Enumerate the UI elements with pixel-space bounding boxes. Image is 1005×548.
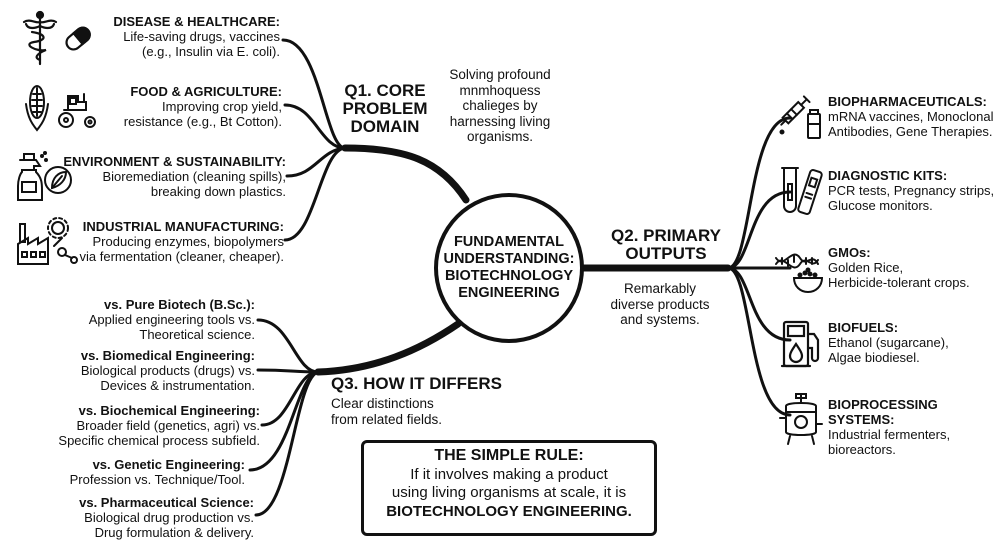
rule-emphasis: BIOTECHNOLOGY ENGINEERING. [386, 503, 632, 520]
item-desc: Bioremediation (cleaning spills), breaki… [102, 169, 286, 199]
item-title: vs. Pure Biotech (B.Sc.): [104, 297, 255, 312]
center-label: FUNDAMENTAL UNDERSTANDING: BIOTECHNOLOGY… [443, 234, 575, 301]
q2-heading: Q2. PRIMARY OUTPUTS [611, 226, 721, 263]
q2-item-biopharmaceuticals: BIOPHARMACEUTICALS: mRNA vaccines, Monoc… [828, 94, 1000, 139]
rule-title: THE SIMPLE RULE: [434, 447, 584, 464]
simple-rule-box: THE SIMPLE RULE: If it involves making a… [361, 440, 657, 536]
item-title: INDUSTRIAL MANUFACTURING: [82, 219, 284, 234]
corn-tractor-icon [22, 80, 100, 134]
q2-item-diagnostic-kits: DIAGNOSTIC KITS: PCR tests, Pregnancy st… [828, 168, 1000, 213]
item-title: BIOPROCESSING SYSTEMS: [828, 397, 938, 427]
q3-item-biochemical: vs. Biochemical Engineering: Broader fie… [10, 403, 260, 448]
bioreactor-icon [778, 392, 824, 446]
q1-item-disease: DISEASE & HEALTHCARE: Life-saving drugs,… [70, 14, 280, 59]
rule-body: If it involves making a product using li… [391, 466, 627, 501]
item-title: vs. Pharmaceutical Science: [79, 495, 254, 510]
item-title: vs. Biomedical Engineering: [80, 348, 255, 363]
center-node: FUNDAMENTAL UNDERSTANDING: BIOTECHNOLOGY… [434, 193, 584, 343]
item-title: ENVIRONMENT & SUSTAINABILITY: [63, 154, 286, 169]
test-tube-strip-icon [778, 164, 824, 218]
q3-item-biomedical: vs. Biomedical Engineering: Biological p… [30, 348, 255, 393]
q1-heading: Q1. CORE PROBLEM DOMAIN [342, 81, 428, 136]
item-desc: Applied engineering tools vs. Theoretica… [88, 312, 255, 342]
item-title: DISEASE & HEALTHCARE: [113, 14, 280, 29]
fuel-pump-icon [780, 318, 824, 370]
dna-rice-bowl-icon [772, 244, 824, 294]
q1-item-food: FOOD & AGRICULTURE: Improving crop yield… [90, 84, 282, 129]
item-desc: Biological products (drugs) vs. Devices … [80, 363, 255, 393]
q3-item-genetic: vs. Genetic Engineering: Profession vs. … [30, 457, 245, 487]
item-title: BIOFUELS: [828, 320, 899, 335]
item-desc: Life-saving drugs, vaccines (e.g., Insul… [123, 29, 280, 59]
q3-item-pure-biotech: vs. Pure Biotech (B.Sc.): Applied engine… [30, 297, 255, 342]
item-desc: Improving crop yield, resistance (e.g., … [123, 99, 282, 129]
q1-description: Solving profound mnmhoquess chalieges by… [449, 67, 551, 144]
factory-gear-icon [14, 214, 80, 268]
q2-item-biofuels: BIOFUELS: Ethanol (sugarcane), Algae bio… [828, 320, 1000, 365]
q2-item-gmos: GMOs: Golden Rice, Herbicide-tolerant cr… [828, 245, 1000, 290]
item-desc: PCR tests, Pregnancy strips, Glucose mon… [828, 183, 995, 213]
item-desc: Industrial fermenters, bioreactors. [828, 427, 951, 457]
q2-item-bioprocessing: BIOPROCESSING SYSTEMS: Industrial fermen… [828, 397, 1003, 457]
item-desc: mRNA vaccines, Monoclonal Antibodies, Ge… [828, 109, 994, 139]
q3-description: Clear distinctions from related fields. [331, 396, 443, 427]
item-title: GMOs: [828, 245, 871, 260]
item-title: FOOD & AGRICULTURE: [130, 84, 282, 99]
syringe-vial-icon [774, 88, 824, 140]
q1-item-environment: ENVIRONMENT & SUSTAINABILITY: Bioremedia… [60, 154, 286, 199]
item-desc: Producing enzymes, biopolymers via ferme… [79, 234, 285, 264]
item-title: DIAGNOSTIC KITS: [828, 168, 948, 183]
item-desc: Golden Rice, Herbicide-tolerant crops. [828, 260, 970, 290]
item-title: vs. Genetic Engineering: [92, 457, 245, 472]
q1-item-industrial: INDUSTRIAL MANUFACTURING: Producing enzy… [64, 219, 285, 264]
q3-item-pharmaceutical: vs. Pharmaceutical Science: Biological d… [30, 495, 254, 540]
item-desc: Ethanol (sugarcane), Algae biodiesel. [828, 335, 949, 365]
item-title: BIOPHARMACEUTICALS: [828, 94, 987, 109]
item-desc: Broader field (genetics, agri) vs. Speci… [58, 418, 260, 448]
q3-heading: Q3. HOW IT DIFFERS [331, 374, 502, 393]
spray-bottle-leaf-icon [12, 150, 74, 204]
caduceus-capsule-icon [18, 10, 98, 66]
q2-description: Remarkably diverse products and systems. [610, 281, 710, 327]
item-desc: Profession vs. Technique/Tool. [69, 472, 245, 487]
item-title: vs. Biochemical Engineering: [78, 403, 260, 418]
item-desc: Biological drug production vs. Drug form… [84, 510, 254, 540]
